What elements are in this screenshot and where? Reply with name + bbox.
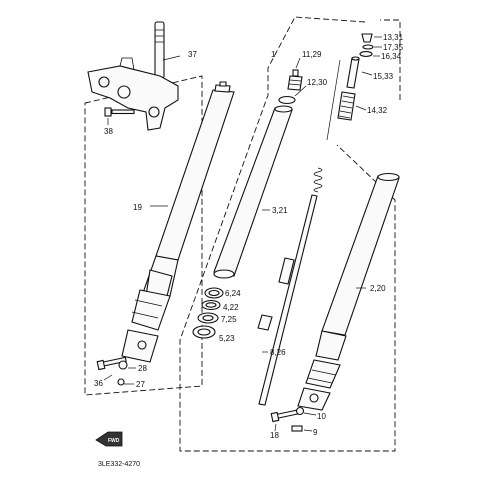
cap-bolt-part-11 xyxy=(287,57,303,91)
left-fork-tube-part-19 xyxy=(121,81,235,363)
callout-19: 19 xyxy=(133,203,142,212)
callout-9: 9 xyxy=(313,428,318,437)
callout-10: 10 xyxy=(317,412,326,421)
washer-part-4 xyxy=(201,299,221,311)
callout-3: 3,21 xyxy=(272,206,288,215)
inner-assembly-boundary xyxy=(380,19,401,100)
callout-38: 38 xyxy=(104,127,113,136)
callout-16: 16,34 xyxy=(381,52,402,61)
catalog-code: 3LE332-4270 xyxy=(98,461,140,468)
callout-4: 4,22 xyxy=(223,303,239,312)
callout-13: 13,31 xyxy=(383,33,404,42)
o-ring-part-16 xyxy=(359,51,380,57)
right-bottom-bolts xyxy=(270,406,317,432)
callout-11: 11,29 xyxy=(302,50,322,59)
spacer-part-15 xyxy=(346,56,373,89)
callout-27: 27 xyxy=(136,380,145,389)
callout-2: 2,20 xyxy=(370,284,386,293)
left-fork-assembly-boundary xyxy=(84,75,203,396)
washer-part-17 xyxy=(362,44,382,50)
pinch-bolt-part-38 xyxy=(104,107,135,125)
callout-6: 6,24 xyxy=(225,289,241,298)
cap-part-13 xyxy=(361,33,382,43)
forward-direction-arrow-icon: FWD xyxy=(95,431,123,447)
callout-12: 12,30 xyxy=(307,78,328,87)
callout-36: 36 xyxy=(94,379,103,388)
callout-7: 7,25 xyxy=(221,315,237,324)
circlip-part-5 xyxy=(192,325,216,339)
callout-28: 28 xyxy=(138,364,147,373)
right-fork-tube-part-2 xyxy=(297,172,400,411)
callout-14: 14,32 xyxy=(367,106,388,115)
damper-rod-part-8 xyxy=(257,194,318,406)
inner-fork-tube-part-3 xyxy=(213,105,293,279)
fork-spring xyxy=(313,59,341,193)
left-bottom-bolts xyxy=(96,356,136,386)
callout-37: 37 xyxy=(188,50,197,59)
callout-1: 1 xyxy=(271,50,276,59)
right-fork-assembly-boundary xyxy=(179,16,396,452)
callout-18: 18 xyxy=(270,431,279,440)
spring-part-14 xyxy=(337,91,367,121)
callout-17: 17,35 xyxy=(383,43,404,52)
steering-stem-part-37 xyxy=(87,21,181,131)
callout-15: 15,33 xyxy=(373,72,394,81)
o-ring-part-12 xyxy=(278,85,307,105)
callout-8: 8,26 xyxy=(270,348,286,357)
callout-5: 5,23 xyxy=(219,334,235,343)
fwd-label: FWD xyxy=(108,438,120,444)
dust-seal-part-7 xyxy=(197,312,219,324)
oil-seal-part-6 xyxy=(204,287,224,299)
